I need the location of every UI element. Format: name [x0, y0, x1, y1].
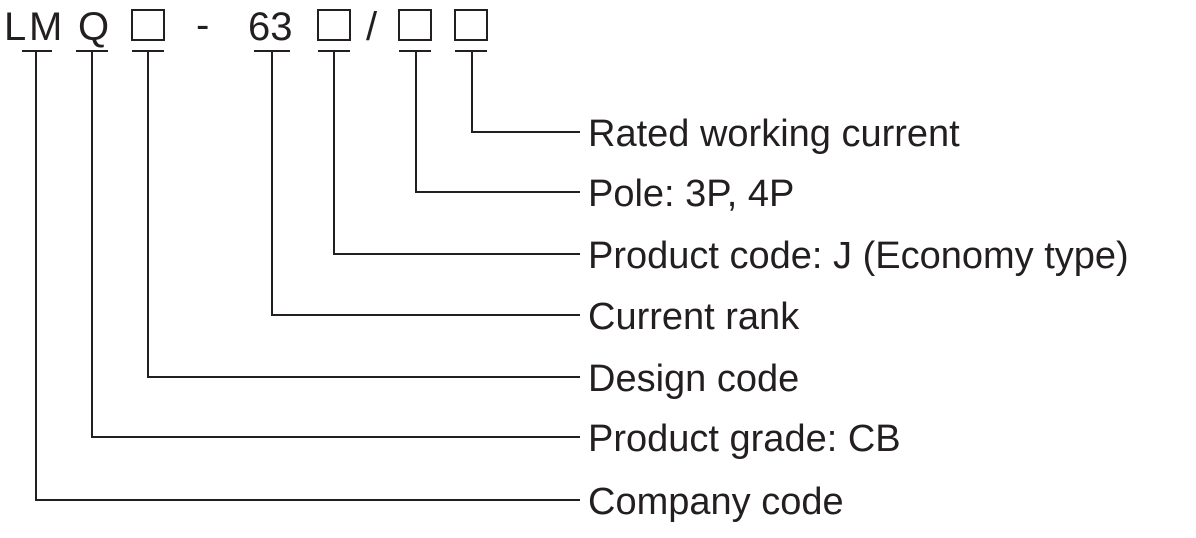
code-current-value: 63 [248, 5, 293, 49]
code-letter-l: L [4, 5, 26, 49]
label-rated-working-current: Rated working current [588, 113, 960, 155]
label-pole: Pole: 3P, 4P [588, 173, 794, 215]
leader-pole [415, 51, 580, 193]
leader-lines [35, 51, 580, 501]
code-dash: - [196, 3, 209, 47]
label-company-code: Company code [588, 481, 844, 523]
label-product-code: Product code: J (Economy type) [588, 235, 1129, 277]
model-code: L M Q - 63 / [4, 3, 488, 49]
label-current-rank: Current rank [588, 296, 800, 338]
code-letter-q: Q [78, 5, 109, 49]
design-code-placeholder-box [131, 9, 165, 41]
code-slash: / [366, 5, 378, 49]
leader-current-rank [271, 51, 580, 316]
leader-company-code [35, 51, 580, 501]
labels: Rated working current Pole: 3P, 4P Produ… [588, 113, 1129, 523]
leader-design-code [147, 51, 580, 378]
product-code-placeholder-box [317, 9, 351, 41]
code-letter-m: M [29, 5, 62, 49]
label-product-grade: Product grade: CB [588, 418, 901, 460]
rated-current-placeholder-box [454, 9, 488, 41]
leader-product-grade [91, 51, 580, 438]
leader-rated-working-current [471, 51, 580, 133]
leader-product-code [333, 51, 580, 255]
label-design-code: Design code [588, 358, 799, 400]
pole-placeholder-box [398, 9, 432, 41]
